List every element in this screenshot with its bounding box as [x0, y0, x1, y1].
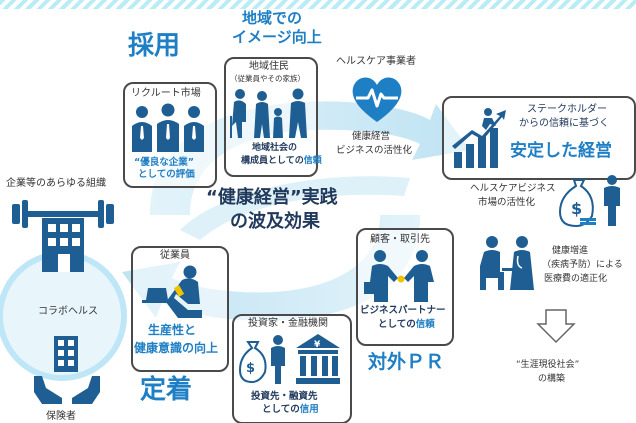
investor-box: [232, 314, 352, 423]
bank-money-icon: $ ¥: [238, 334, 340, 384]
investor-eval-highlight: 信用: [299, 404, 319, 415]
healthcare-active-line2: ビジネスの活性化: [336, 145, 413, 156]
stable-management-title: 安定した経営: [510, 141, 612, 161]
stakeholder-line2: からの信頼に基づく: [519, 118, 609, 129]
doctor-patient-icon: [480, 236, 534, 290]
employee-result-line1: 生産性と: [148, 323, 197, 337]
building-dumbbell-icon: [12, 200, 114, 272]
mid-swirl: [180, 176, 410, 240]
residents-eval-prefix: 構成員としての: [241, 156, 304, 166]
handshake-icon: [364, 250, 434, 302]
client-title: 顧客・取引先: [370, 234, 430, 245]
client-eval-line1: ビジネスパートナー: [360, 305, 446, 316]
client-eval-prefix: としての: [378, 319, 416, 330]
svg-text:¥: ¥: [314, 340, 321, 350]
society-line2: の構築: [538, 374, 566, 384]
teichaku-label: 定着: [140, 375, 193, 405]
top-title-line2: イメージ向上: [232, 28, 322, 46]
medical-line1: 健康増進: [552, 246, 589, 256]
client-eval-highlight: 信頼: [415, 319, 435, 330]
recruit-eval-line2: としての評価: [138, 169, 195, 180]
market-active-line2: 市場の活性化: [478, 197, 536, 208]
money-bag-person-icon: $: [558, 175, 620, 228]
worker-at-desk-icon: [142, 265, 202, 318]
investor-eval-line1: 投資先・融資先: [251, 391, 318, 402]
investor-eval-line2: としての信用: [262, 404, 319, 416]
center-title-line2: の波及効果: [230, 211, 320, 232]
healthcare-active-line1: 健康経営: [352, 131, 391, 142]
recruit-eval-line1: “優良な企業”: [134, 157, 194, 168]
employee-title: 従業員: [160, 250, 190, 261]
residents-subtitle: （従業員やその家族）: [230, 74, 305, 83]
taigai-pr-label: 対外ＰＲ: [368, 351, 445, 373]
growth-chart-icon: [452, 108, 506, 168]
stable-management-box: [442, 96, 636, 180]
residents-title: 地域住民: [249, 61, 289, 72]
stakeholder-line1: ステークホルダー: [527, 104, 607, 115]
org-all-label: 企業等のあらゆる組織: [6, 178, 106, 189]
client-eval-line2: としての信頼: [378, 319, 435, 331]
collabo-health-label: コラボヘルス: [38, 306, 98, 317]
saiyo-label: 採用: [128, 31, 181, 61]
heart-pulse-icon: [352, 77, 402, 122]
society-line1: “生涯現役社会”: [516, 360, 580, 370]
top-stripe: [0, 0, 636, 9]
residents-eval-line2: 構成員としての信頼: [241, 156, 322, 166]
market-active-line1: ヘルスケアビジネス: [470, 183, 556, 194]
medical-line3: 医療費の適正化: [544, 274, 608, 284]
family-icon: [230, 88, 307, 138]
investor-title: 投資家・金融機関: [248, 318, 328, 329]
business-people-icon: [132, 103, 204, 152]
medical-line2: （疾病予防）による: [542, 260, 623, 270]
down-arrow-icon: [536, 309, 576, 344]
residents-eval-highlight: 信頼: [303, 156, 322, 166]
svg-text:$: $: [246, 361, 255, 376]
svg-text:$: $: [571, 199, 582, 218]
recruit-market-title: リクルート市場: [131, 88, 201, 99]
center-title-line1: “健康経営”実践: [206, 187, 338, 208]
insurer-label: 保険者: [46, 411, 76, 422]
employee-result-line2: 健康意識の向上: [134, 341, 219, 355]
top-title-line1: 地域での: [242, 9, 303, 27]
hands-building-icon: [34, 336, 100, 404]
residents-eval-line1: 地域社会の: [252, 143, 298, 153]
investor-eval-prefix: としての: [262, 404, 300, 415]
healthcare-biz-title: ヘルスケア事業者: [336, 56, 416, 67]
